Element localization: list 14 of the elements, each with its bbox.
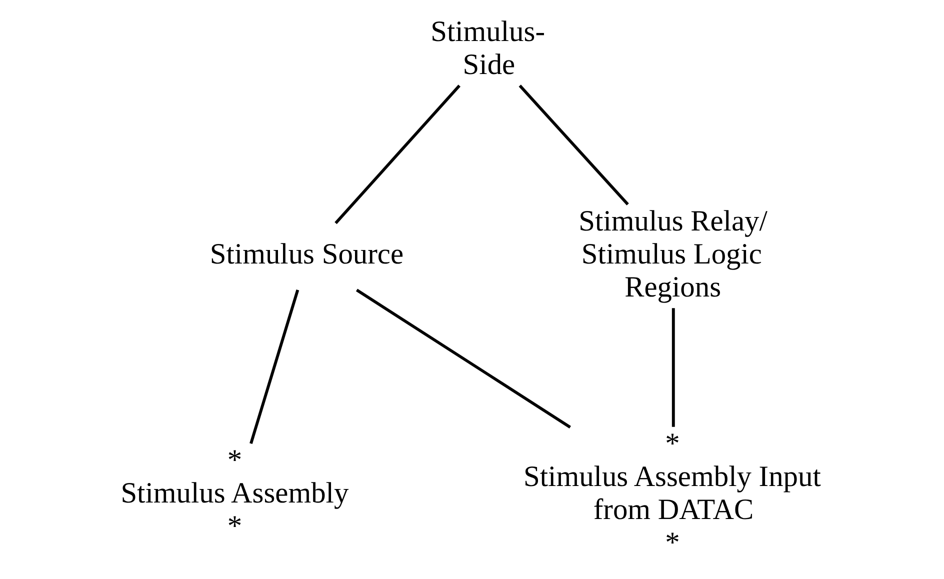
node-text: Stimulus Assembly: [120, 477, 349, 510]
connector: [250, 290, 300, 444]
node-label: *: [665, 527, 680, 560]
connector: [672, 308, 675, 427]
connector: [518, 84, 629, 206]
connector: [334, 84, 460, 224]
node-label: *: [665, 428, 680, 460]
node-text: Stimulus Source: [210, 238, 404, 270]
node-label: *: [227, 444, 242, 476]
node-label: *: [227, 510, 242, 543]
node-text: Stimulus Assembly Input from DATAC: [523, 460, 821, 526]
node-text: Stimulus- Side: [430, 16, 546, 81]
connector: [356, 288, 571, 428]
node-text: Stimulus Relay/ Stimulus Logic Regions: [578, 205, 768, 304]
